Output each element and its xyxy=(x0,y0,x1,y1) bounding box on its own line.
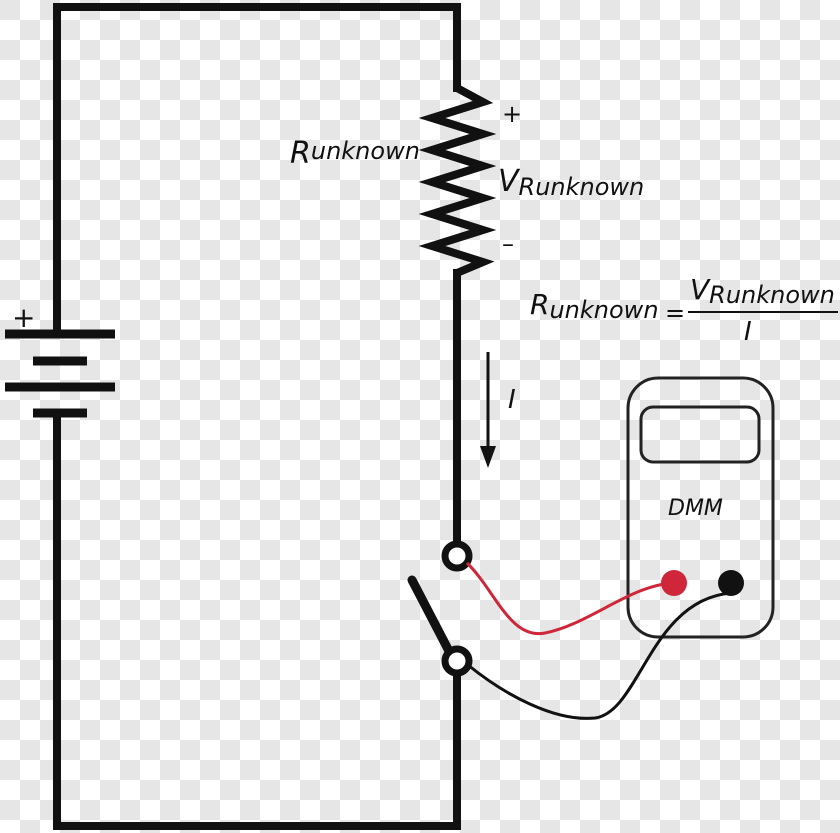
dmm-body xyxy=(626,376,775,639)
current-arrow xyxy=(480,352,496,468)
dmm-display xyxy=(639,405,761,464)
dmm-label: DMM xyxy=(668,496,723,521)
resistor-plus-sign: + xyxy=(502,100,522,128)
equation-equals: = xyxy=(665,299,685,327)
equation-numerator: VRunknown xyxy=(690,273,835,309)
dmm-black-jack xyxy=(718,570,744,596)
switch xyxy=(407,540,473,677)
resistor-minus-sign: – xyxy=(502,230,514,258)
switch-terminal-top xyxy=(441,540,473,572)
switch-terminal-bottom xyxy=(441,645,473,677)
resistor-voltage-label: VRunknown xyxy=(498,164,644,201)
switch-lever xyxy=(407,575,455,658)
current-label: I xyxy=(508,385,516,415)
resistor-symbol xyxy=(418,84,497,277)
equation-lhs: Runknown xyxy=(530,288,659,324)
dmm-meter xyxy=(626,376,775,639)
wire-left-top xyxy=(53,3,461,337)
black-probe-lead xyxy=(467,591,732,720)
resistor-name-label: Runknown xyxy=(290,136,420,171)
wire-bottom xyxy=(53,669,461,830)
circuit-wires xyxy=(53,3,461,830)
red-probe-lead xyxy=(465,561,675,636)
battery-plus-sign: + xyxy=(12,301,35,334)
equation-denominator: I xyxy=(744,317,752,347)
battery-symbol xyxy=(5,329,115,418)
ohms-law-equation: Runknown = VRunknown I xyxy=(530,273,838,347)
